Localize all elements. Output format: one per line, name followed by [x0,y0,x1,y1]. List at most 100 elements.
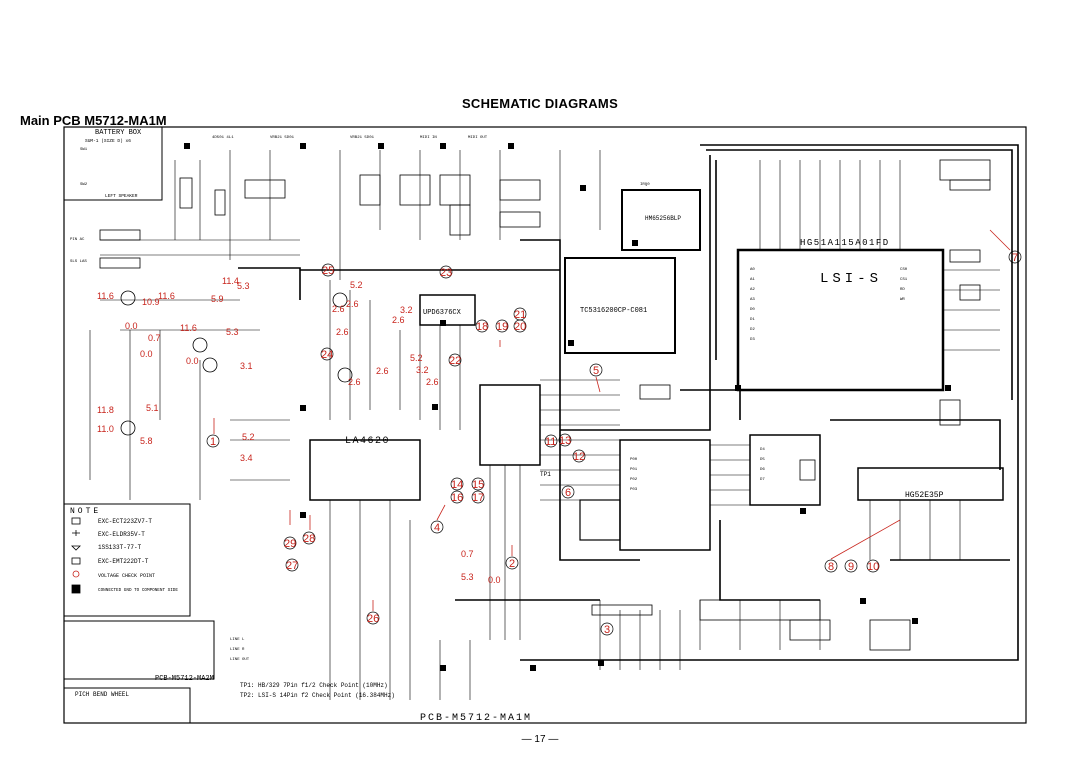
check-circle-label: 11 [545,436,556,448]
svg-text:SLS LAS: SLS LAS [70,260,87,264]
board-frame [63,126,1027,724]
lsi-ic [736,248,945,392]
ma2m-frame [63,620,215,680]
check-circle-label: 22 [449,355,461,367]
voltage-label: 5.2 [410,353,423,363]
board-subtitle: Main PCB M5712-MA1M [20,113,167,128]
pcb-ma2m-label: PCB-M5712-MA2M [155,675,214,683]
check-circle-label: 7 [1012,252,1018,264]
svg-text:A1: A1 [750,278,755,282]
svg-text:SW2: SW2 [80,183,88,187]
voltage-label: 0.0 [140,349,153,359]
check-circle-label: 18 [476,321,488,333]
check-circle-label: 17 [472,492,484,504]
svg-text:MIDI IN: MIDI IN [420,136,437,140]
voltage-label: 5.2 [350,280,363,290]
check-circle-label: 19 [496,321,508,333]
check-circle-label: 6 [565,487,571,499]
svg-text:D3: D3 [750,338,755,342]
check-circle-label: 12 [573,451,585,463]
voltage-label: 5.2 [242,432,255,442]
wiring [89,150,1000,700]
check-circle-label: 4 [434,522,440,534]
note-item-2: EXC-ELDR35V-T [98,531,145,538]
voltage-label: 0.0 [125,321,138,331]
check-point-1: TP1: HB/329 7Pin f1/2 Check Point (10MHz… [240,682,388,689]
voltage-label: 0.7 [461,549,474,559]
pcb-ma1m-label: PCB-M5712-MA1M [420,713,532,724]
svg-text:LINE OUT: LINE OUT [230,658,250,662]
voltage-label: 3.4 [240,453,253,463]
rom-ic [564,257,676,354]
voltage-label: 5.3 [226,327,239,337]
check-circle-label: 8 [828,561,834,573]
check-circle-label: 10 [867,561,879,573]
voltage-label: 5.1 [146,403,159,413]
svg-text:CS1: CS1 [900,278,908,282]
hg52-label: HG52E35P [905,491,944,500]
check-circle-label: 1 [210,436,216,448]
check-circle-label: 2 [509,558,515,570]
voltage-label: 0.0 [186,356,199,366]
check-circle-label: 27 [286,560,298,572]
note-item-5: VOLTAGE CHECK POINT [98,573,155,579]
bus-lines [238,144,1019,661]
voltage-label: 2.6 [346,299,359,309]
rom-label: TC5316200CP-C081 [580,307,647,315]
voltage-label: 11.6 [180,323,197,333]
check-circle-label: 3 [604,624,610,636]
page-title: SCHEMATIC DIAGRAMS [461,96,619,111]
check-circle-label: 13 [559,435,571,447]
ram-ic [621,189,701,251]
svg-text:D4: D4 [760,448,765,452]
svg-text:RD: RD [900,288,905,292]
left-speaker-label: LEFT SPEAKER [105,193,138,199]
svg-text:D2: D2 [750,328,755,332]
voltage-label: 0.0 [488,575,501,585]
voltage-label: 11.6 [158,291,175,301]
svg-text:P02: P02 [630,478,638,482]
voltage-label: 0.7 [148,333,161,343]
svg-text:4D501 4L1: 4D501 4L1 [212,136,234,140]
voltage-label: 11.8 [97,405,114,415]
svg-text:VRB21 5D01: VRB21 5D01 [270,136,295,140]
check-circle-label: 16 [451,492,463,504]
check-circle-label: 14 [451,479,463,491]
voltage-label: 3.1 [240,361,253,371]
voltage-label: 5.8 [140,436,153,446]
logic-ic-3 [479,384,541,466]
check-circle-label: 20 [514,321,526,333]
svg-text:CS0: CS0 [900,268,908,272]
check-circle-label: 28 [303,533,315,545]
amp-ic [309,439,421,501]
pitch-bend-frame [63,687,191,724]
note-symbols [71,517,81,594]
lsi-part-label: HG51A115A01FD [800,238,890,248]
check-circle-numbers: 1 2 3 4 5 6 7 8 9 10 11 12 13 14 15 16 1… [210,252,1018,636]
note-frame [63,503,191,617]
logic-ic-2 [749,434,821,506]
battery-box-frame [63,126,163,201]
check-circle-label: 25 [322,265,334,277]
voltage-label: 2.6 [332,304,345,314]
voltage-label: 5.3 [461,572,474,582]
svg-text:IRQ0: IRQ0 [640,183,650,187]
check-circle-label: 15 [472,479,484,491]
hg52-ic [857,467,1004,501]
check-circle-label: 29 [284,538,296,550]
voltage-label: 2.6 [376,366,389,376]
check-arrows [213,229,1011,611]
svg-text:D0: D0 [750,308,755,312]
check-circles [206,250,1022,636]
logic-ic-4 [579,499,621,541]
amp-label: LA4620 [345,436,390,447]
svg-text:A2: A2 [750,288,755,292]
voltage-label: 11.4 [222,276,239,286]
note-item-1: EXC-ECT223ZV7-T [98,518,152,525]
voltage-labels: 11.4 5.3 11.6 11.6 5.9 10.9 0.0 0.7 0.0 … [97,276,501,585]
battery-box-title: BATTERY BOX [95,129,142,137]
ram-label: HM65256BLP [645,215,681,222]
svg-text:SW1: SW1 [80,148,88,152]
